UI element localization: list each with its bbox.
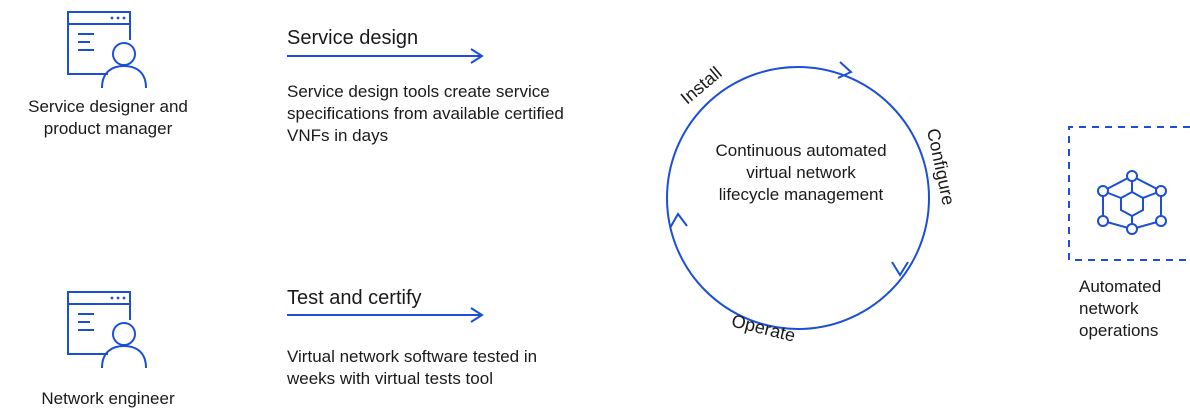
- network-hexagon-icon: [1097, 170, 1167, 235]
- persona-label-designer: Service designer and product manager: [28, 97, 188, 138]
- phase-label-install: Install: [677, 63, 726, 109]
- step-description-service-design: Service design tools create service spec…: [287, 82, 564, 145]
- designer-person-icon: [67, 11, 147, 89]
- cycle-arrowhead-icon: [837, 61, 853, 79]
- dashed-frame: [1068, 126, 1190, 261]
- cycle-arrowhead-icon: [669, 212, 688, 229]
- phase-label-operate: Operate: [729, 311, 797, 346]
- step-description-test-certify: Virtual network software tested in weeks…: [287, 347, 538, 388]
- arrow-right-icon: [287, 48, 484, 64]
- arrow-right-icon: [287, 307, 484, 323]
- operations-label: Automated network operations: [1079, 277, 1162, 340]
- engineer-person-icon: [67, 291, 147, 369]
- cycle-arrowhead-icon: [891, 261, 909, 277]
- step-title-service-design: Service design: [287, 27, 419, 49]
- lifecycle-circle: [666, 66, 930, 330]
- step-title-test-certify: Test and certify: [287, 287, 422, 309]
- lifecycle-center-text: Continuous automated virtual network lif…: [715, 141, 887, 204]
- lifecycle-cycle: Install Configure Operate: [666, 61, 959, 346]
- persona-label-engineer: Network engineer: [41, 389, 175, 408]
